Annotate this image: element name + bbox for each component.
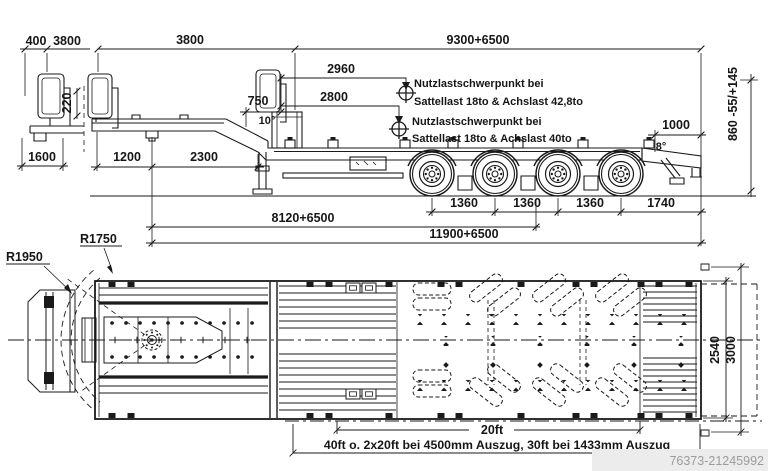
dim-2540: 2540	[708, 336, 722, 364]
dim-400: 400	[26, 34, 47, 48]
dim-750: 750	[248, 94, 269, 108]
extended-position-outline	[701, 283, 758, 417]
kingpin-plate-octagon	[103, 316, 223, 364]
dim-2300: 2300	[190, 150, 218, 164]
dim-angle-10: 10°	[259, 115, 276, 127]
wheel-axle-2	[472, 151, 518, 197]
dim-220: 220	[60, 93, 74, 114]
dim-1360-1: 1360	[450, 196, 478, 210]
dim-1360-3: 1360	[576, 196, 604, 210]
radius-leaders	[6, 245, 122, 294]
wheel-axle-3	[535, 151, 581, 197]
suspension-blocks	[457, 175, 599, 191]
dim-3800-detail: 3800	[53, 34, 81, 48]
crossbeams	[269, 282, 278, 418]
gooseneck-fittings	[131, 114, 189, 120]
dim-1740: 1740	[647, 196, 675, 210]
toolbox	[349, 156, 387, 171]
dim-11900: 11900+6500	[429, 227, 498, 241]
container-note: 40ft o. 2x20ft bei 4500mm Auszug, 30ft b…	[324, 438, 670, 452]
dim-r1750: R1750	[80, 232, 117, 246]
cog1-text-line2: Sattellast 18to & Achslast 42,8to	[414, 96, 583, 108]
dim-2960: 2960	[327, 62, 355, 76]
dim-3000: 3000	[724, 336, 738, 364]
dim-1000: 1000	[662, 118, 690, 132]
deck-outline	[94, 280, 702, 420]
watermark-strip	[592, 449, 768, 471]
cog-symbol-1	[396, 83, 416, 103]
fenders	[407, 149, 646, 167]
dim-angle-8: 8°	[656, 141, 667, 153]
dim-8120: 8120+6500	[272, 211, 335, 225]
wheel-axle-4	[598, 151, 644, 197]
side-view	[17, 45, 758, 247]
dim-3800: 3800	[176, 33, 204, 47]
plan-dimension-lines	[700, 263, 749, 437]
dim-860: 860 -55/+145	[726, 67, 740, 141]
swing-radius-rays	[65, 277, 153, 393]
dim-r1950: R1950	[6, 250, 43, 264]
landing-gear	[252, 152, 273, 195]
front-nose	[27, 289, 97, 393]
plan-view	[6, 245, 762, 457]
dim-1200: 1200	[113, 150, 141, 164]
watermark: 76373-21245992	[669, 454, 764, 468]
cog1-text-line1: Nutzlastschwerpunkt bei	[414, 78, 544, 90]
deck-hole-dots	[400, 314, 696, 391]
dim-1360-2: 1360	[513, 196, 541, 210]
dim-20ft: 20ft	[481, 423, 504, 437]
swing-radius-arcs	[60, 269, 101, 411]
deck-profile	[257, 141, 643, 161]
dim-1600: 1600	[28, 150, 56, 164]
cog-symbol-2	[389, 119, 409, 139]
front-extension-detail	[29, 73, 84, 142]
dim-9300: 9300+6500	[447, 33, 510, 47]
cog2-text-line1: Nutzlastschwerpunkt bei	[412, 116, 542, 128]
side-dimension-lines	[17, 45, 758, 247]
dim-2800: 2800	[320, 90, 348, 104]
underride-bar	[282, 172, 404, 179]
deck-planks-heavy	[99, 301, 268, 379]
wheel-axle-1	[409, 151, 455, 197]
cog2-text-line2: Sattellast 18to & Achslast 40to	[412, 133, 572, 145]
